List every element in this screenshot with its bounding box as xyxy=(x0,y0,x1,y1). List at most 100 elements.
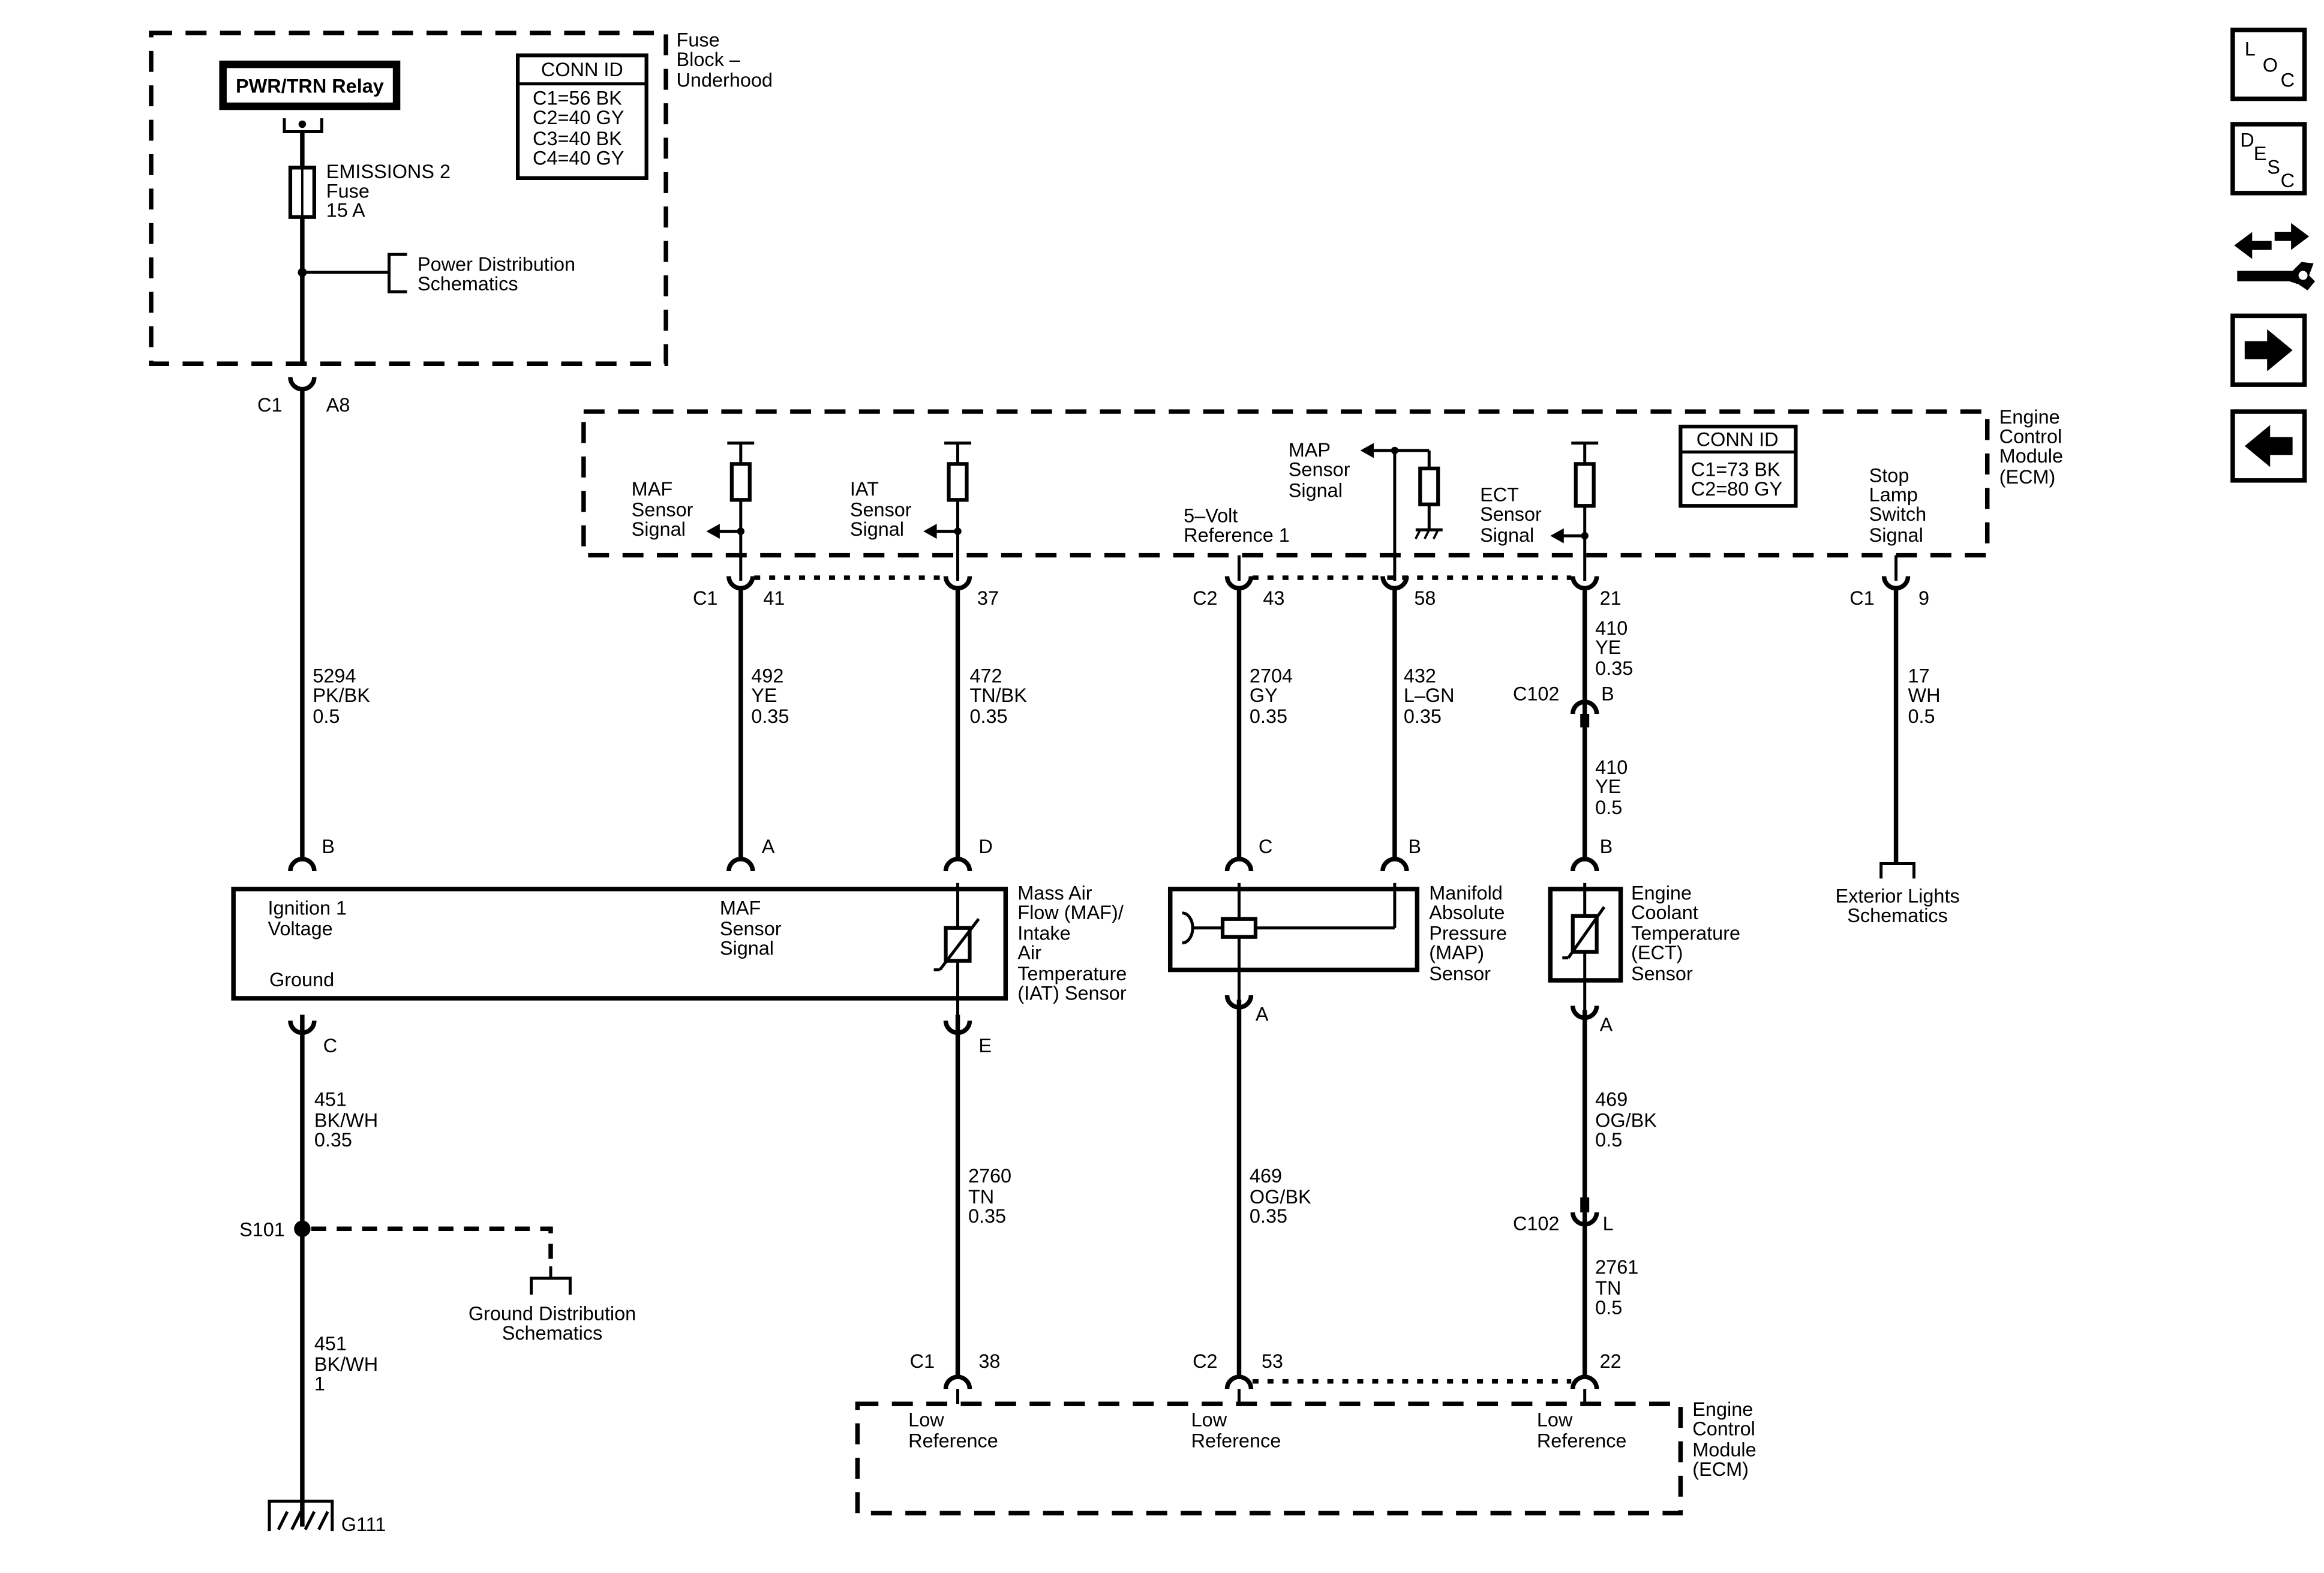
pwr-trn-relay-label: PWR/TRN Relay xyxy=(236,76,384,97)
wire-17-color: WH xyxy=(1908,685,1941,706)
map-name-5: Sensor xyxy=(1429,963,1491,984)
maf-signal-label-3: Signal xyxy=(632,518,686,540)
ecm-lower-title-4: (ECM) xyxy=(1692,1458,1749,1480)
wire-2761-color: TN xyxy=(1595,1277,1621,1299)
stop-lamp-label-3: Switch xyxy=(1869,503,1926,525)
fuse-conn-id-table xyxy=(515,53,648,180)
pin-43: 43 xyxy=(1263,587,1284,609)
maf-name-6: (IAT) Sensor xyxy=(1017,983,1127,1004)
iat-signal-label-2: Sensor xyxy=(850,499,912,521)
ect-name-4: (ECT) xyxy=(1631,942,1683,963)
wire-469b-num: 469 xyxy=(1595,1089,1628,1110)
splice-ground: S101 Ground Distribution Schematics G111 xyxy=(239,1219,636,1535)
five-volt-ref-label-2: Reference 1 xyxy=(1184,524,1290,546)
ecm-conn-id-table xyxy=(1679,424,1798,508)
fuse-conn-id-title: CONN ID xyxy=(541,59,623,80)
maf-sig-label-1: MAF xyxy=(720,897,761,918)
fuse-block-title-1: Fuse xyxy=(677,29,720,50)
splice-s101 xyxy=(294,1220,311,1237)
pin-ect-b: B xyxy=(1600,836,1613,857)
maf-signal-label-1: MAF xyxy=(632,478,672,500)
wire-410b-num: 410 xyxy=(1595,757,1628,778)
connector-arcs xyxy=(288,377,1911,1389)
pin-41: 41 xyxy=(763,587,785,609)
low-ref-1-line1: Low xyxy=(908,1409,944,1431)
wire-472-gauge: 0.35 xyxy=(969,706,1007,727)
maf-name-2: Flow (MAF)/ xyxy=(1017,902,1124,923)
maf-ign-label-1: Ignition 1 xyxy=(268,897,347,918)
wire-451b-gauge: 1 xyxy=(314,1373,325,1395)
wire-492-gauge: 0.35 xyxy=(751,706,789,727)
pin-9: 9 xyxy=(1918,587,1929,609)
wire-2704-num: 2704 xyxy=(1250,665,1293,687)
loc-letter-o: O xyxy=(2263,55,2278,76)
ecm-lower: Engine Control Module (ECM) Low Referenc… xyxy=(855,1389,1756,1515)
ecm-conn-id-title: CONN ID xyxy=(1697,428,1779,450)
ext-lights-label-2: Schematics xyxy=(1847,905,1948,926)
wire-432-gauge: 0.35 xyxy=(1404,706,1442,727)
map-signal-label-2: Sensor xyxy=(1289,458,1350,480)
ect-signal-label-2: Sensor xyxy=(1480,503,1542,525)
conn-c1-fuse: C1 xyxy=(257,394,282,416)
connector-labels: C1 A8 C1 41 37 C2 43 58 21 C1 9 C102 B B… xyxy=(257,394,1929,1372)
wire-410b-color: YE xyxy=(1595,776,1621,797)
fuse-block-title-3: Underhood xyxy=(677,70,773,91)
pin-a8: A8 xyxy=(326,394,350,416)
pin-38: 38 xyxy=(978,1350,1000,1372)
conn-c102-lower: C102 xyxy=(1513,1213,1560,1235)
wire-2761-gauge: 0.5 xyxy=(1595,1296,1622,1318)
description-view-button[interactable]: D E S C xyxy=(2230,122,2307,196)
iat-signal-label-1: IAT xyxy=(850,478,879,500)
iat-signal-label-3: Signal xyxy=(850,518,904,540)
ecm-lower-title-1: Engine xyxy=(1692,1398,1753,1420)
loc-letter-l: L xyxy=(2245,38,2256,59)
diagnostic-wrench-icon[interactable] xyxy=(2234,223,2316,290)
low-ref-2-line2: Reference xyxy=(1191,1430,1281,1451)
pin-maf-a: A xyxy=(762,836,775,857)
pin-21: 21 xyxy=(1600,587,1622,609)
ecm-lower-title-3: Module xyxy=(1692,1439,1756,1460)
wire-432-num: 432 xyxy=(1404,665,1436,687)
wire-469b-color: OG/BK xyxy=(1595,1110,1657,1131)
maf-sig-label-2: Sensor xyxy=(720,918,782,939)
ground-dist-label-2: Schematics xyxy=(502,1322,603,1344)
wire-451a-color: BK/WH xyxy=(314,1110,378,1131)
wire-2760-num: 2760 xyxy=(968,1165,1011,1187)
fuse-label-3: 15 A xyxy=(326,200,365,221)
ect-signal-label-1: ECT xyxy=(1480,484,1519,506)
pin-maf-c: C xyxy=(323,1035,337,1056)
pin-22: 22 xyxy=(1600,1350,1622,1372)
pin-c102-l: L xyxy=(1603,1213,1614,1235)
pin-maf-b: B xyxy=(322,836,335,857)
conn-c1-ecm: C1 xyxy=(693,587,717,609)
pin-58: 58 xyxy=(1414,587,1436,609)
wire-2761-num: 2761 xyxy=(1595,1256,1638,1278)
ecm-upper-title-3: Module xyxy=(1999,445,2063,467)
wire-17-gauge: 0.5 xyxy=(1908,706,1935,727)
previous-page-arrow-icon[interactable] xyxy=(2230,409,2307,483)
conn-c2-lower: C2 xyxy=(1193,1350,1217,1372)
location-view-button[interactable]: L O C xyxy=(2230,28,2307,101)
maf-sig-label-3: Signal xyxy=(720,938,774,959)
wire-5294-num: 5294 xyxy=(313,665,356,687)
fuse-block-underhood: Fuse Block – Underhood PWR/TRN Relay EMI… xyxy=(149,29,773,366)
map-name-3: Pressure xyxy=(1429,923,1507,944)
pin-53: 53 xyxy=(1262,1350,1283,1372)
maf-ign-label-2: Voltage xyxy=(268,918,333,939)
low-ref-3-line1: Low xyxy=(1537,1409,1573,1431)
exterior-lights-reference: Exterior Lights Schematics xyxy=(1835,861,1960,926)
pin-maf-e: E xyxy=(978,1035,992,1056)
wire-410a-color: YE xyxy=(1595,637,1621,658)
ecm-conn-id-2: C2=80 GY xyxy=(1691,478,1782,500)
map-sensor: Manifold Absolute Pressure (MAP) Sensor xyxy=(1167,882,1507,1000)
map-signal-label-1: MAP xyxy=(1289,439,1331,461)
power-dist-label-1: Power Distribution xyxy=(418,254,575,275)
ecm-upper-title-2: Control xyxy=(1999,425,2062,447)
ecm-upper-title-4: (ECM) xyxy=(1999,466,2056,488)
next-page-arrow-icon[interactable] xyxy=(2230,313,2307,387)
nav-icons: L O C D E S C xyxy=(2230,28,2316,483)
wire-2704-color: GY xyxy=(1250,685,1278,706)
wire-451b-color: BK/WH xyxy=(314,1353,378,1375)
wire-492-num: 492 xyxy=(751,665,783,687)
